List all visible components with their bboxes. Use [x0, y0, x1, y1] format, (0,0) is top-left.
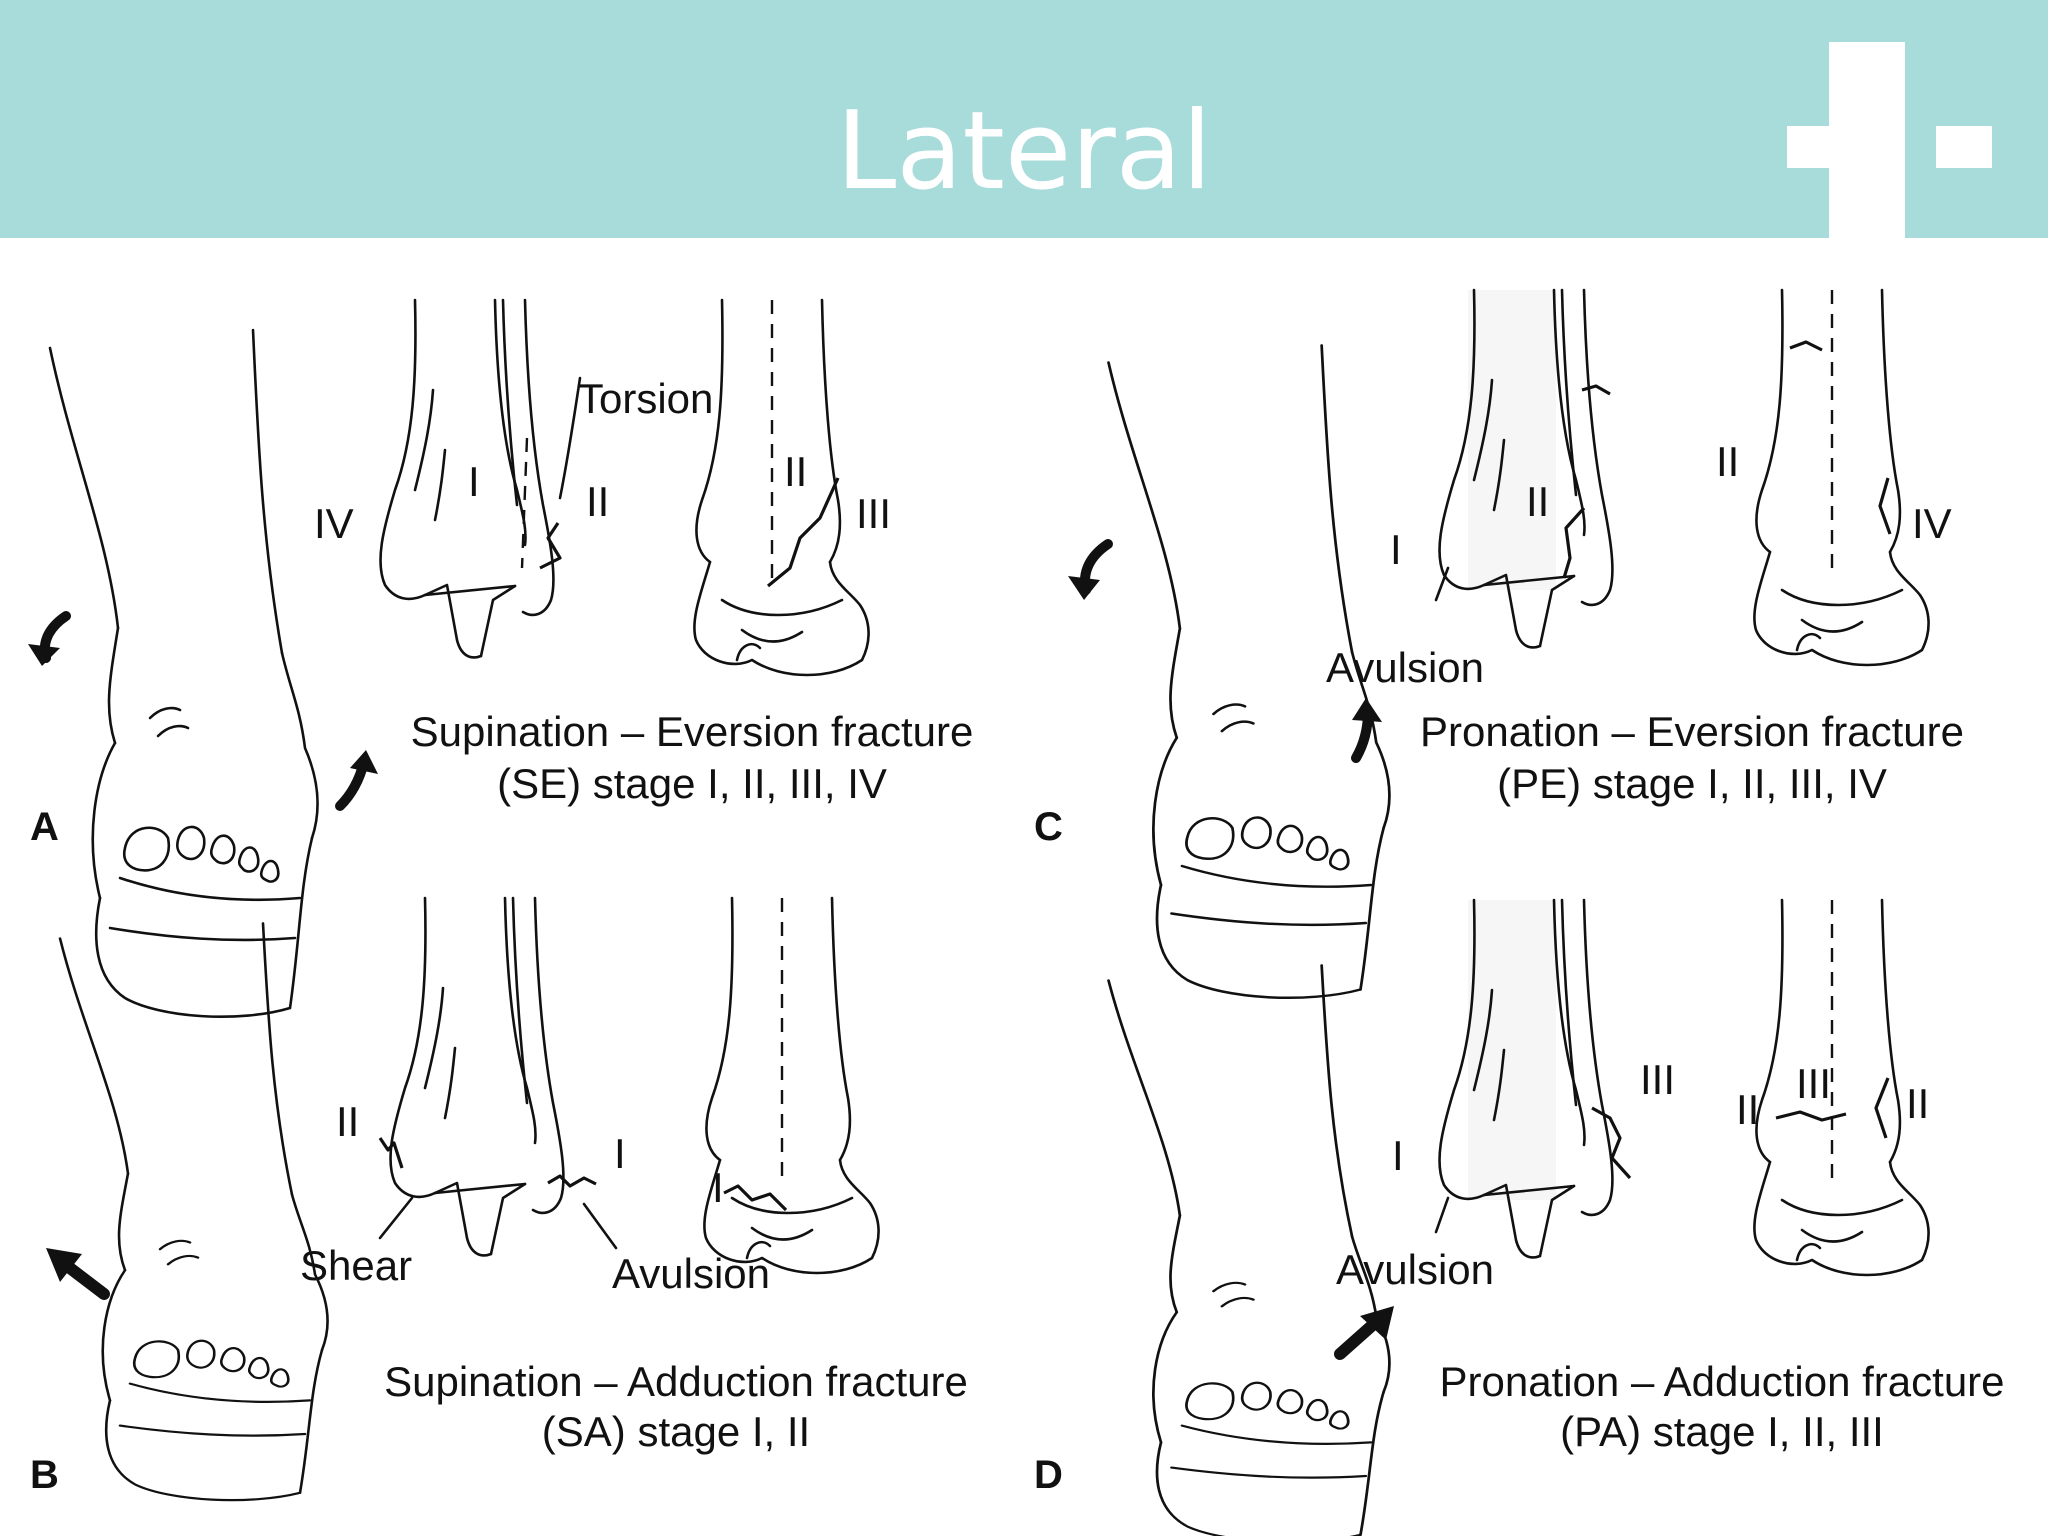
- lateral-view-d: [1753, 898, 1930, 1277]
- shading-d: [1468, 900, 1556, 1200]
- label-d-i: I: [1392, 1132, 1404, 1179]
- label-avulsion-b: Avulsion: [612, 1250, 770, 1297]
- label-a-iii: III: [856, 490, 891, 537]
- fracture-line-b-ii: [378, 1137, 404, 1169]
- label-torsion: Torsion: [578, 375, 713, 422]
- caption-c-line1: Pronation – Eversion fracture: [1420, 708, 1964, 755]
- logo-cross-horizontal: [1787, 126, 1863, 168]
- panel-a: Torsion IV I II II III Supination – Ever…: [28, 298, 974, 1019]
- arrowhead-c1: [1068, 576, 1100, 600]
- fracture-line-c-fibula: [1581, 384, 1611, 396]
- panel-letter-a: A: [30, 805, 59, 849]
- caption-c-line2: (PE) stage I, II, III, IV: [1497, 760, 1887, 807]
- label-b-i-side: I: [712, 1164, 724, 1211]
- fracture-line-a-ii: [539, 522, 562, 570]
- logo-cross-square: [1936, 126, 1992, 168]
- fracture-line-a-iii: [766, 477, 840, 588]
- fracture-line-c-iv: [1878, 477, 1892, 535]
- lateral-view-b: [703, 896, 880, 1275]
- slide-header: [0, 0, 2048, 238]
- panel-letter-b: B: [30, 1453, 59, 1497]
- avulsion-leader-b: [582, 1202, 618, 1250]
- panel-b: II I Shear Avulsion I Supination – Adduc…: [30, 896, 968, 1502]
- label-b-i: I: [614, 1130, 626, 1177]
- arrowhead-a2: [350, 750, 378, 774]
- panel-letter-d: D: [1034, 1453, 1063, 1497]
- ap-view-b: [389, 896, 565, 1257]
- label-a-ii-front: II: [586, 478, 609, 525]
- arrowhead-c2: [1352, 698, 1382, 722]
- caption-b-line2: (SA) stage I, II: [542, 1408, 810, 1455]
- fracture-line-b-i: [547, 1174, 597, 1188]
- fracture-line-d-side: [1775, 1110, 1847, 1122]
- arrowhead-b: [46, 1248, 82, 1282]
- caption-b-line1: Supination – Adduction fracture: [384, 1358, 968, 1405]
- ap-view-a: [379, 298, 555, 659]
- fracture-line-a-i: [520, 437, 529, 569]
- caption-d-line1: Pronation – Adduction fracture: [1439, 1358, 2004, 1405]
- fracture-line-d-iii: [1591, 1106, 1632, 1180]
- shading-c: [1468, 290, 1556, 590]
- label-a-i: I: [468, 458, 480, 505]
- ankle-fracture-diagram: Torsion IV I II II III Supination – Ever…: [28, 288, 2005, 1536]
- label-c-ii-side: II: [1716, 438, 1739, 485]
- avulsion-leader-c: [1434, 566, 1450, 602]
- torsion-leader: [558, 376, 582, 500]
- fracture-line-d-ii: [1874, 1077, 1890, 1139]
- fracture-line-b-side: [723, 1184, 788, 1212]
- label-c-iv: IV: [1912, 500, 1952, 547]
- arrowhead-d: [1360, 1306, 1394, 1340]
- label-d-ii-side: II: [1736, 1086, 1759, 1133]
- label-d-iii-side: III: [1796, 1060, 1831, 1107]
- label-b-ii: II: [336, 1098, 359, 1145]
- lateral-view-c: [1753, 288, 1930, 667]
- label-d-iii-front: III: [1640, 1056, 1675, 1103]
- caption-a-line2: (SE) stage I, II, III, IV: [497, 760, 887, 807]
- lateral-view-a: [693, 298, 870, 677]
- caption-a-line1: Supination – Eversion fracture: [411, 708, 974, 755]
- label-a-iv: IV: [314, 500, 354, 547]
- caption-d-line2: (PA) stage I, II, III: [1560, 1408, 1884, 1455]
- label-avulsion-d: Avulsion: [1336, 1246, 1494, 1293]
- label-c-i: I: [1390, 526, 1402, 573]
- arrowhead-a1: [28, 644, 60, 666]
- label-avulsion-c: Avulsion: [1326, 644, 1484, 691]
- fracture-line-c-side-upper: [1789, 340, 1823, 352]
- label-d-ii: II: [1906, 1080, 1929, 1127]
- label-shear: Shear: [300, 1242, 412, 1289]
- foot-illustration-a: [48, 328, 319, 1019]
- label-a-ii-side: II: [784, 448, 807, 495]
- slide-title: Lateral: [836, 89, 1212, 214]
- panel-c: I II II IV Avulsion Pronation – Eversion…: [1034, 288, 1964, 1000]
- panel-d: III I II III II Avulsion Pronation – Add…: [1034, 898, 2005, 1536]
- label-c-ii-front: II: [1526, 478, 1549, 525]
- fracture-line-c-ii: [1562, 506, 1586, 579]
- panel-letter-c: C: [1034, 805, 1063, 849]
- avulsion-leader-d: [1434, 1196, 1450, 1234]
- push-arrow-d: [1334, 1316, 1382, 1360]
- shear-leader: [378, 1196, 414, 1240]
